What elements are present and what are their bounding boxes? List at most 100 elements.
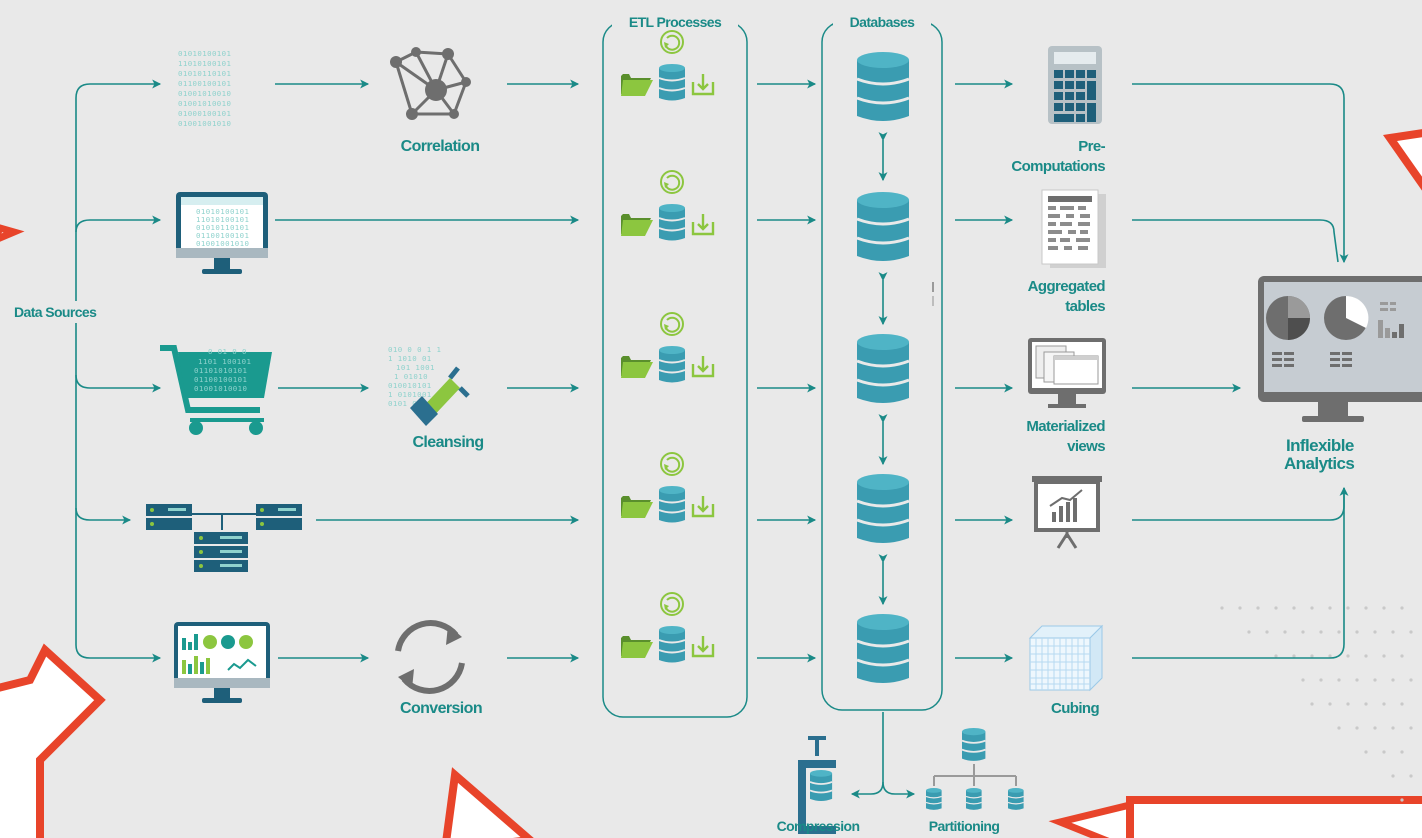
svg-text:01001010010: 01001010010 (194, 384, 247, 393)
svg-text:1 01010: 1 01010 (394, 372, 428, 381)
servers-icon (146, 504, 302, 572)
decor-dot (1292, 606, 1296, 610)
data-sources-label-bg (10, 301, 120, 323)
decor-dot (1409, 774, 1413, 778)
decor-dot (1256, 606, 1260, 610)
database-4 (855, 472, 911, 545)
calculator-icon (1048, 46, 1102, 124)
decor-dot (1364, 702, 1368, 706)
svg-text:01001001010: 01001001010 (196, 239, 249, 248)
compression-label: Compression (777, 818, 860, 834)
db-to-output-arrows (955, 79, 1014, 663)
binary-line: 01000100101 (178, 109, 231, 118)
compression-icon (798, 736, 836, 834)
aggregated-tables-label-1: Aggregated (1028, 278, 1106, 295)
decor-dot (1337, 678, 1341, 682)
decor-dot (1382, 750, 1386, 754)
conversion-label: Conversion (400, 700, 482, 717)
binary-line: 01001010010 (178, 99, 231, 108)
partitioning-icon (925, 727, 1025, 811)
decor-dot (1292, 654, 1296, 658)
binary-line: 01010100101 (178, 49, 231, 58)
data-sources-label: Data Sources (14, 304, 97, 320)
cleansing-icon: 010 0 0 1 1 1 1010 01 101 1001 1 01010 0… (388, 345, 470, 426)
decor-dot (1301, 678, 1305, 682)
cube-grid-icon (1028, 624, 1104, 692)
connector (1319, 219, 1339, 263)
svg-text:010010101: 010010101 (388, 381, 432, 390)
decor-dot (1328, 654, 1332, 658)
decor-dot (1346, 654, 1350, 658)
decor-dot (1409, 726, 1413, 730)
etl-process-2 (621, 171, 713, 241)
decor-dot (1373, 678, 1377, 682)
decor-dot (1355, 678, 1359, 682)
etl-process-1 (621, 31, 713, 101)
inflexible-analytics-label-1: Inflexible (1286, 436, 1354, 455)
database-5 (855, 612, 911, 685)
spreadsheet-icon (1041, 189, 1106, 268)
presentation-board-icon (1032, 476, 1102, 549)
decor-dot (1382, 606, 1386, 610)
decor-dot (1364, 606, 1368, 610)
decor-dot (1265, 630, 1269, 634)
binary-line: 01001001010 (178, 119, 231, 128)
binary-data-icon: 0101010010111010100101010101101010110010… (178, 49, 231, 128)
decor-dot (1409, 678, 1413, 682)
correlation-label: Correlation (401, 138, 480, 155)
etl-processes-title: ETL Processes (629, 14, 722, 30)
divider-mark (932, 296, 934, 306)
svg-text:0 01 0 0: 0 01 0 0 (208, 347, 247, 356)
network-icon (390, 47, 471, 120)
cleansing-label: Cleansing (412, 434, 483, 451)
decor-dot (1355, 630, 1359, 634)
etl-to-db-arrows (757, 79, 817, 663)
decor-dot (1337, 726, 1341, 730)
decorative-red-shapes (0, 129, 1422, 838)
database-2 (855, 190, 911, 263)
decor-dot (1364, 654, 1368, 658)
svg-text:010 0 0 1 1: 010 0 0 1 1 (388, 345, 441, 354)
binary-line: 01010110101 (178, 69, 231, 78)
decor-dot (1382, 654, 1386, 658)
divider-mark (932, 282, 934, 292)
pre-computations-label-1: Pre- (1078, 138, 1105, 155)
decor-dot (1319, 630, 1323, 634)
decor-dot (1391, 678, 1395, 682)
storage-optimization-arrows (850, 712, 916, 799)
decor-dot (1310, 654, 1314, 658)
aggregated-tables-label-2: tables (1065, 298, 1105, 315)
database-1 (855, 50, 911, 123)
decor-dot (1391, 726, 1395, 730)
materialized-views-label-1: Materialized (1026, 418, 1105, 435)
cubing-label: Cubing (1051, 700, 1099, 717)
materialized-views-label-2: views (1067, 438, 1105, 455)
decor-dot (1373, 726, 1377, 730)
decor-dot (1382, 702, 1386, 706)
svg-text:11010100101: 11010100101 (196, 215, 249, 224)
decor-dot (1310, 702, 1314, 706)
monitor-data-icon: 01010100101 11010100101 01010110101 0110… (176, 192, 268, 274)
decor-dot (1346, 702, 1350, 706)
decor-dot (1391, 774, 1395, 778)
decor-dot (1346, 606, 1350, 610)
decorative-dots (1220, 606, 1413, 802)
etl-process-3 (621, 313, 713, 383)
svg-text:01100100101: 01100100101 (196, 231, 249, 240)
svg-text:01010100101: 01010100101 (196, 207, 249, 216)
etl-process-4 (621, 453, 713, 523)
binary-line: 11010100101 (178, 59, 231, 68)
data-sources-bracket (75, 79, 162, 663)
etl-title-bg (612, 10, 738, 34)
decor-dot (1238, 606, 1242, 610)
binary-line: 01100100101 (178, 79, 231, 88)
partitioning-label: Partitioning (929, 818, 1000, 834)
inflexible-analytics-label-2: Analytics (1284, 454, 1354, 473)
decor-dot (1355, 726, 1359, 730)
decor-dot (1400, 798, 1404, 802)
decor-dot (1247, 630, 1251, 634)
connector (1329, 83, 1349, 264)
svg-text:01010110101: 01010110101 (196, 223, 249, 232)
decor-dot (1319, 678, 1323, 682)
svg-text:101 1001: 101 1001 (396, 363, 435, 372)
